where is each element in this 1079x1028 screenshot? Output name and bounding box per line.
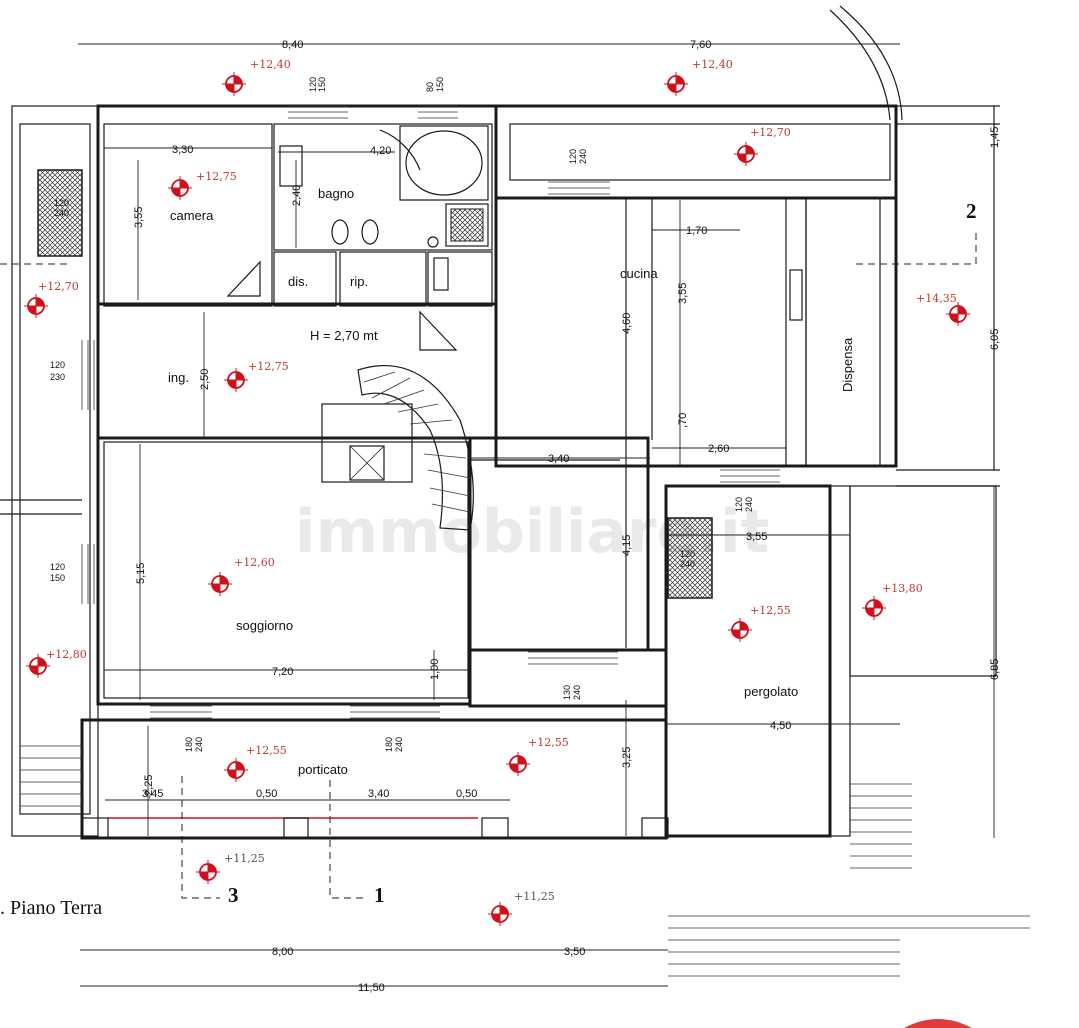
level-label: +12,40: [250, 58, 291, 71]
dim-label: 4,60: [621, 313, 633, 334]
plan-title: . Piano Terra: [0, 897, 102, 919]
opening-label: 120: [50, 360, 65, 370]
dim-label: 3,55: [133, 207, 145, 228]
opening-label: 240: [578, 149, 588, 164]
opening-label: 180: [184, 737, 194, 752]
dim-label: 4,50: [770, 720, 791, 732]
dim-label: 2,25: [143, 775, 155, 796]
room-label-cucina: cucina: [620, 266, 658, 281]
dim-label: 0,50: [456, 788, 477, 800]
section-marker-1: 1: [374, 883, 385, 907]
level-label: +14,35: [916, 292, 957, 305]
room-label-ing: ing.: [168, 370, 189, 385]
opening-label: 150: [50, 573, 65, 583]
level-label: +12,40: [692, 58, 733, 71]
level-label: +12,75: [248, 360, 289, 373]
opening-label: 130: [562, 685, 572, 700]
dim-label: 3,30: [172, 144, 193, 156]
opening-label: 120: [680, 549, 695, 559]
dim-label: 3,50: [564, 946, 585, 958]
dim-label: 6,85: [989, 659, 1001, 680]
level-label: +12,70: [750, 126, 791, 139]
dim-label: 1,00: [429, 659, 441, 680]
level-label: +12,80: [46, 648, 87, 661]
dim-label: 6,05: [989, 329, 1001, 350]
dim-label: 3,55: [677, 283, 689, 304]
room-label-porticato: porticato: [298, 762, 348, 777]
dim-label: 11,50: [358, 982, 385, 994]
dim-label: 7,20: [272, 666, 293, 678]
opening-label: 180: [384, 737, 394, 752]
dim-label: 1,70: [686, 225, 707, 237]
dim-label: 4,20: [370, 145, 391, 157]
dim-label: 2,50: [199, 369, 211, 390]
opening-label: 150: [435, 77, 445, 92]
room-label-pergolato: pergolato: [744, 684, 798, 699]
level-label: +12,55: [246, 744, 287, 757]
level-label: +11,25: [224, 852, 265, 865]
dim-label: 7,60: [690, 39, 711, 51]
level-label: +12,55: [528, 736, 569, 749]
room-labels: camera bagno dis. rip. cucina ing. Dispe…: [168, 186, 855, 777]
dim-label: 2,60: [708, 443, 729, 455]
dim-label: 3,25: [621, 747, 633, 768]
opening-label: 240: [680, 559, 695, 569]
dim-label: ,70: [677, 413, 689, 428]
opening-label: 80: [425, 82, 435, 92]
dim-label: 3,45: [142, 788, 163, 800]
section-marker-2: 2: [966, 199, 977, 223]
room-label-rip: rip.: [350, 274, 368, 289]
dimension-lines: [78, 43, 995, 987]
window-marks: [81, 105, 780, 719]
dim-label: 3,55: [746, 531, 767, 543]
level-label: +13,80: [882, 582, 923, 595]
level-label: +12,55: [750, 604, 791, 617]
dimension-labels: 8,40 7,60 3,30 4,20 3,55 2,40 1,45 6,05 …: [133, 39, 1001, 994]
level-labels: +12,40 +12,40 +12,70 +12,75 +12,70 +14,3…: [38, 58, 957, 903]
level-label: +12,60: [234, 556, 275, 569]
level-label: +12,70: [38, 280, 79, 293]
room-label-camera: camera: [170, 208, 214, 223]
opening-label: 240: [394, 737, 404, 752]
opening-label: 120: [308, 77, 318, 92]
corner-badge: [904, 1019, 972, 1028]
opening-labels: 120 150 80 150 120 240 120 240 120 230 1…: [50, 77, 754, 752]
opening-label: 240: [194, 737, 204, 752]
ceiling-height: H = 2,70 mt: [310, 328, 378, 343]
room-label-soggiorno: soggiorno: [236, 618, 293, 633]
opening-label: 120: [568, 149, 578, 164]
opening-label: 120: [50, 562, 65, 572]
opening-label: 120: [734, 497, 744, 512]
level-label: +12,75: [196, 170, 237, 183]
opening-label: 120: [54, 198, 69, 208]
opening-label: 240: [744, 497, 754, 512]
opening-label: 150: [317, 77, 327, 92]
section-lines: [0, 230, 977, 899]
room-label-bagno: bagno: [318, 186, 354, 201]
dim-label: 8,00: [272, 946, 293, 958]
dim-label: 0,50: [256, 788, 277, 800]
room-label-dispensa: Dispensa: [840, 337, 855, 392]
dim-label: 2,40: [291, 185, 303, 206]
room-label-dis: dis.: [288, 274, 308, 289]
dim-label: 1,45: [989, 127, 1001, 148]
walls: [0, 5, 1030, 977]
level-label: +11,25: [514, 890, 555, 903]
opening-label: 230: [50, 372, 65, 382]
opening-label: 240: [572, 685, 582, 700]
dim-label: 3,40: [368, 788, 389, 800]
dim-label: 5,15: [135, 563, 147, 584]
dim-label: 4,15: [621, 535, 633, 556]
dim-label: 8,40: [282, 39, 303, 51]
dim-label: 3,40: [548, 453, 569, 465]
section-marker-3: 3: [228, 883, 239, 907]
opening-label: 240: [54, 208, 69, 218]
